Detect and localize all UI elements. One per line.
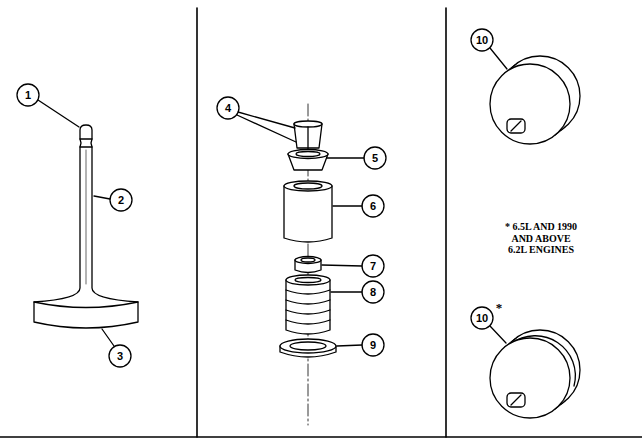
cap-drawing: [511, 121, 521, 131]
leader-line: [490, 326, 506, 343]
cap-drawing: [507, 119, 525, 133]
callout-number: 6: [370, 201, 376, 212]
spring-assembly: [280, 121, 336, 357]
spring-assembly: [286, 275, 330, 285]
leader-line: [102, 329, 114, 346]
spring-assembly: [294, 124, 322, 148]
callout-number: 2: [118, 195, 124, 206]
leader-line: [333, 205, 362, 206]
callout-number: 1: [25, 90, 31, 101]
cap-drawing: [490, 64, 570, 144]
spring-assembly: [295, 257, 321, 264]
callout-number: 5: [372, 153, 378, 164]
leader-line: [362, 195, 384, 217]
spring-assembly: [284, 186, 332, 242]
valve-drawing: [34, 125, 138, 328]
cap-drawing: [490, 338, 570, 418]
leader-line: [217, 97, 239, 119]
spring-assembly: [295, 278, 321, 283]
leader-line: [331, 291, 362, 292]
leader-line: [109, 345, 131, 367]
spring-assembly: [294, 121, 322, 127]
leader-line: [94, 196, 110, 199]
spring-assembly: [294, 183, 322, 189]
callout-number: 9: [370, 340, 376, 351]
valve-drawing: [80, 139, 92, 147]
callout-number: 7: [370, 261, 376, 272]
leader-line: [38, 100, 79, 127]
leader-line: [362, 281, 384, 303]
valve-drawing: [34, 302, 138, 308]
panel-frame: [0, 436, 642, 438]
spring-assembly: [284, 181, 332, 191]
leader-line: [364, 147, 386, 169]
note-text: * 6.5L AND 1990 AND ABOVE 6.2L ENGINES: [501, 221, 581, 256]
spring-assembly: [280, 339, 336, 353]
spring-assembly: [301, 258, 315, 262]
footnote-mark: *: [496, 301, 503, 314]
valve-drawing: [86, 150, 87, 284]
leader-line: [327, 157, 364, 158]
leader-line: [362, 334, 384, 356]
leader-line: [471, 29, 507, 343]
spring-assembly: [288, 150, 328, 159]
cap-drawing: [490, 330, 580, 418]
panel-frame: [445, 8, 447, 437]
leader-line: [217, 97, 386, 356]
panel-frame: [0, 8, 642, 437]
callout-number: 3: [117, 351, 123, 362]
leader-line: [362, 255, 384, 277]
panel-frame: [196, 8, 198, 437]
leader-line: [110, 189, 132, 211]
spring-assembly: [286, 280, 330, 334]
spring-assembly: [296, 152, 320, 157]
callout-number: 10: [476, 313, 488, 324]
spring-assembly: [307, 127, 308, 148]
callout-number: 10: [476, 35, 488, 46]
spring-assembly: [290, 342, 326, 350]
leader-line: [17, 84, 39, 106]
callout-number: 4: [225, 103, 231, 114]
callout-number: 8: [370, 287, 376, 298]
valve-drawing: [34, 125, 138, 328]
leader-line: [322, 265, 362, 266]
leader-line: [237, 115, 296, 142]
leader-line: [337, 345, 362, 346]
spring-assembly: [286, 290, 330, 324]
cap-drawing: [507, 393, 525, 407]
leader-line: [17, 84, 132, 367]
cap-drawing: [490, 56, 580, 144]
leader-line: [490, 48, 507, 69]
cap-drawing: [511, 395, 521, 405]
